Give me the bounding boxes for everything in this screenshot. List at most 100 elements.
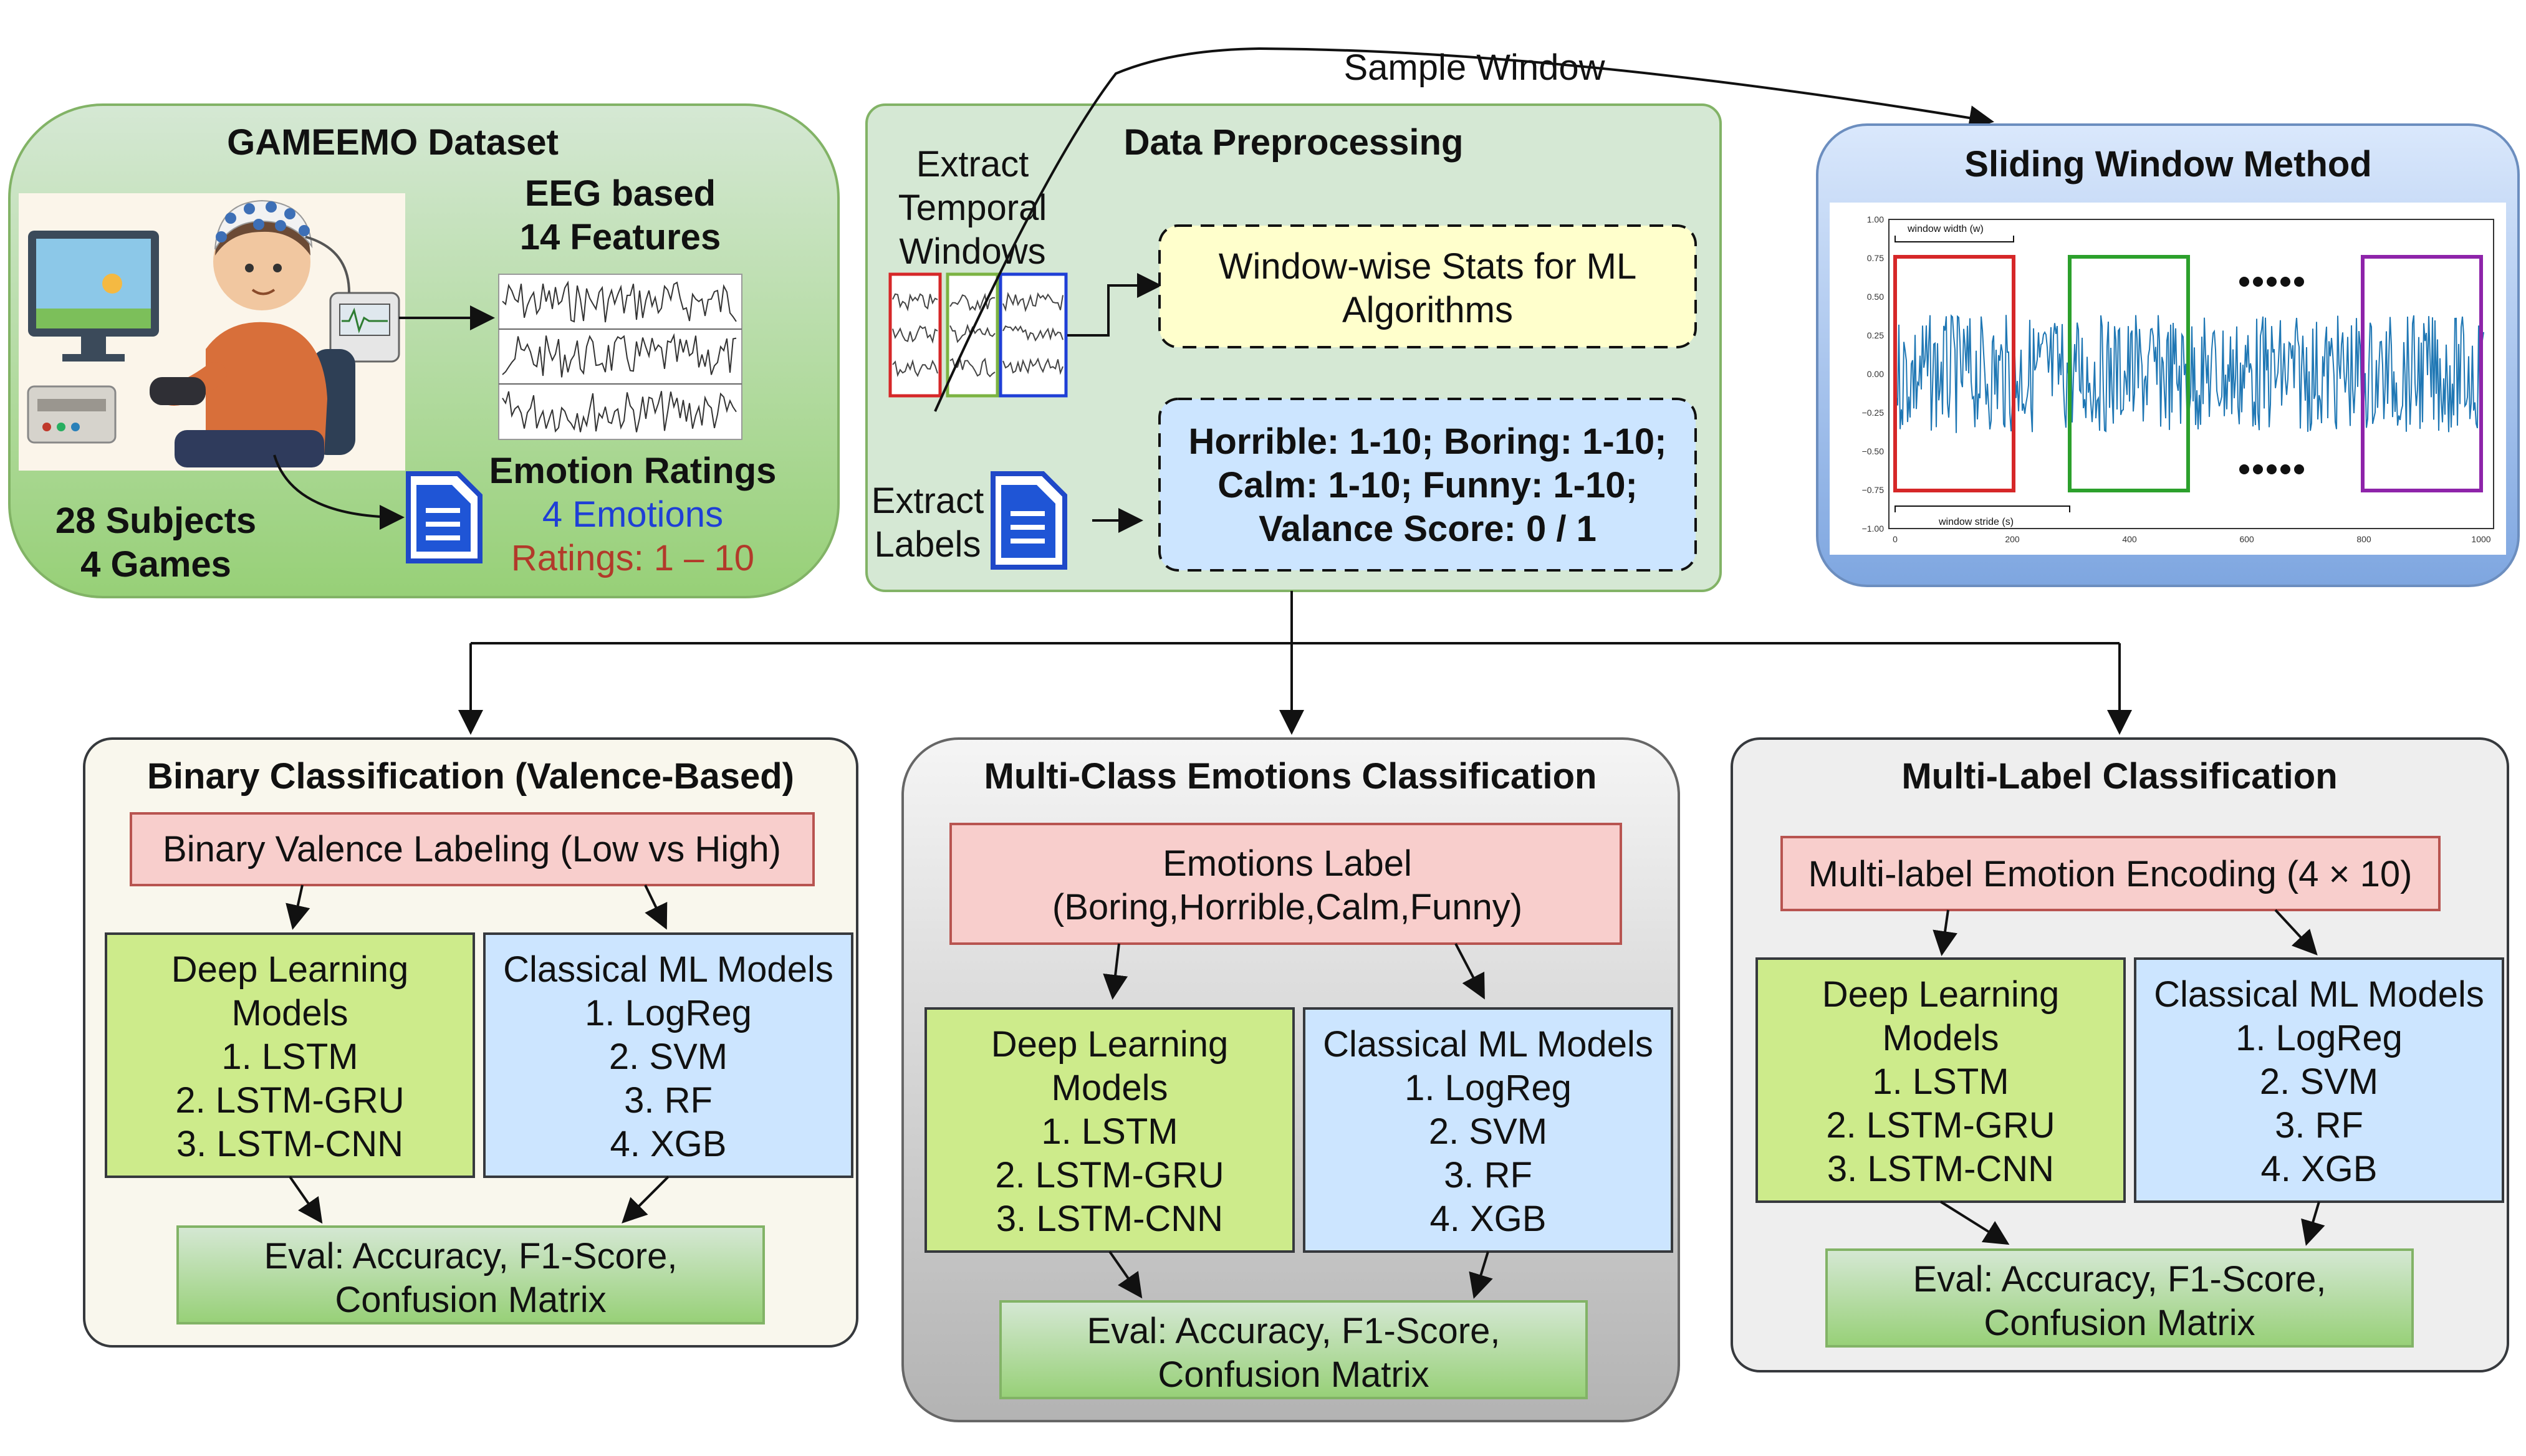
extract-windows-line3: Windows (899, 231, 1045, 272)
preprocessing-title: Data Preprocessing (1124, 122, 1464, 163)
y-tick-label: −0.25 (1862, 408, 1885, 418)
binary-title: Binary Classification (Valence-Based) (147, 756, 794, 797)
window-stats-line1: Window-wise Stats for ML (1219, 246, 1636, 287)
multilabel-ml-line5: 4. XGB (2261, 1149, 2378, 1189)
sliding-window-panel: Sliding Window Method 1.000.750.500.250.… (1816, 123, 2520, 587)
features-label: 14 Features (520, 217, 721, 257)
extract-windows-line2: Temporal (898, 188, 1047, 228)
window-thumb-trace (1002, 325, 1064, 342)
multiclass-eval-box (999, 1300, 1588, 1399)
window-green (2068, 255, 2190, 492)
multilabel-panel: Multi-Label Classification Multi-label E… (1731, 737, 2509, 1372)
label-scores-box (1158, 398, 1697, 572)
binary-eval-line1: Eval: Accuracy, F1-Score, (264, 1236, 678, 1276)
window-thumb-trace (1002, 357, 1064, 375)
multilabel-ml-box (2134, 957, 2504, 1203)
window-stats-box (1158, 224, 1697, 348)
sliding-window-axes: 1.000.750.500.250.00−0.25−0.50−0.75−1.00… (1862, 214, 2491, 544)
multiclass-ml-line1: Classical ML Models (1323, 1024, 1653, 1065)
multilabel-dl-line2: Models (1883, 1018, 1999, 1058)
x-tick-label: 600 (2239, 534, 2254, 544)
multiclass-dl-line2: Models (1052, 1068, 1168, 1108)
binary-eval-line2: Confusion Matrix (335, 1280, 606, 1320)
multilabel-ml-line2: 1. LogReg (2235, 1018, 2403, 1058)
window-thumb-trace (892, 293, 938, 312)
y-tick-label: 1.00 (1867, 214, 1884, 224)
window-thumb-trace (949, 292, 996, 311)
window-thumb-trace (892, 359, 938, 378)
games-label: 4 Games (80, 544, 231, 585)
multilabel-ml-line3: 2. SVM (2260, 1061, 2378, 1102)
ellipsis-dots-top (2239, 277, 2304, 287)
binary-dl-line4: 2. LSTM-GRU (175, 1080, 404, 1121)
eeg-based-label: EEG based (525, 173, 716, 214)
multilabel-dl-line4: 2. LSTM-GRU (1826, 1105, 2055, 1146)
x-tick-label: 400 (2122, 534, 2137, 544)
binary-ml-line1: Classical ML Models (503, 949, 833, 990)
window-stride-bracket (1894, 505, 2070, 512)
extract-windows-line1: Extract (916, 144, 1029, 184)
data-preprocessing-panel: Data Preprocessing Extract Temporal Wind… (865, 103, 1722, 592)
binary-dl-line1: Deep Learning (171, 949, 409, 990)
binary-dl-line2: Models (232, 993, 348, 1033)
multiclass-ml-line4: 3. RF (1444, 1155, 1532, 1195)
multilabel-eval-line2: Confusion Matrix (1984, 1303, 2255, 1343)
multiclass-title: Multi-Class Emotions Classification (984, 756, 1597, 797)
y-tick-label: 0.25 (1867, 330, 1884, 340)
binary-ml-line5: 4. XGB (610, 1124, 727, 1164)
binary-ml-line2: 1. LogReg (585, 993, 752, 1033)
extract-labels-line1: Extract (872, 481, 984, 521)
multiclass-dl-line5: 3. LSTM-CNN (996, 1199, 1223, 1239)
temporal-window-thumbnails (888, 272, 1068, 398)
dataset-title: GAMEEMO Dataset (227, 122, 559, 163)
window-red (1893, 255, 2015, 492)
subjects-label: 28 Subjects (55, 501, 256, 541)
window-thumb-trace (1002, 292, 1064, 312)
multilabel-label-text: Multi-label Emotion Encoding (4 × 10) (1808, 854, 2413, 894)
eeg-channel-trace (502, 280, 737, 323)
ratings-range-label: Ratings: 1 – 10 (511, 538, 754, 578)
gameemo-dataset-panel: GAMEEMO Dataset (8, 103, 840, 598)
binary-dl-line3: 1. LSTM (221, 1037, 358, 1077)
window-stride-label: window stride (s) (1938, 517, 2014, 527)
label-scores-line1: Horrible: 1-10; Boring: 1-10; (1189, 421, 1667, 462)
arrow-to-ratings-doc (273, 454, 405, 530)
binary-ml-line4: 3. RF (624, 1080, 713, 1121)
window-stats-line2: Algorithms (1342, 290, 1513, 330)
multiclass-eval-line2: Confusion Matrix (1158, 1354, 1429, 1395)
multiclass-label-line1: Emotions Label (1163, 843, 1412, 884)
multilabel-dl-box (1755, 957, 2126, 1203)
multilabel-ml-line4: 3. RF (2275, 1105, 2363, 1146)
y-tick-label: 0.50 (1867, 292, 1884, 302)
multilabel-title: Multi-Label Classification (1901, 756, 2337, 797)
multiclass-ml-line3: 2. SVM (1429, 1111, 1547, 1152)
binary-dl-box (105, 932, 475, 1178)
label-scores-line3: Valance Score: 0 / 1 (1259, 509, 1597, 549)
eeg-signal-thumbnail (498, 274, 742, 440)
multiclass-dl-line4: 2. LSTM-GRU (995, 1155, 1224, 1195)
multiclass-ml-box (1303, 1007, 1673, 1253)
multiclass-ml-line5: 4. XGB (1430, 1199, 1547, 1239)
window-width-label: window width (w) (1907, 224, 1984, 234)
multilabel-dl-line1: Deep Learning (1822, 974, 2060, 1015)
y-tick-label: −1.00 (1862, 524, 1885, 534)
sliding-window-title: Sliding Window Method (1964, 144, 2371, 184)
y-tick-label: 0.75 (1867, 253, 1884, 263)
emotion-ratings-label: Emotion Ratings (489, 451, 777, 491)
x-tick-label: 0 (1893, 534, 1898, 544)
eeg-channel-trace (502, 333, 737, 378)
ratings-document-icon (406, 471, 483, 563)
multilabel-dl-line5: 3. LSTM-CNN (1827, 1149, 2054, 1189)
multiclass-label-box (949, 823, 1622, 945)
window-thumb-trace (892, 325, 938, 344)
sample-window-label: Sample Window (1343, 47, 1605, 88)
y-tick-label: −0.50 (1862, 446, 1885, 456)
x-tick-label: 800 (2356, 534, 2371, 544)
binary-dl-line5: 3. LSTM-CNN (176, 1124, 403, 1164)
binary-ml-line3: 2. SVM (609, 1037, 728, 1077)
x-tick-label: 200 (2005, 534, 2020, 544)
four-emotions-label: 4 Emotions (542, 494, 723, 535)
multilabel-dl-line3: 1. LSTM (1872, 1061, 2009, 1102)
multiclass-dl-line3: 1. LSTM (1041, 1111, 1178, 1152)
